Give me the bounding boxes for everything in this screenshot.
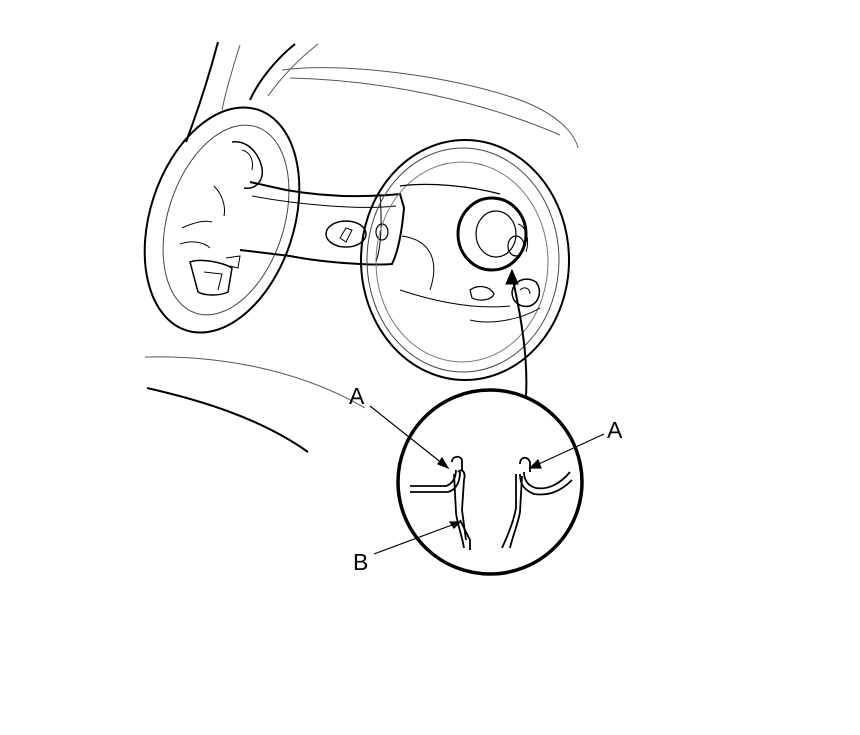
label-a-right: A [607, 417, 623, 443]
label-a-left: A [349, 383, 365, 409]
label-b: B [353, 549, 368, 575]
right-clip [501, 456, 573, 549]
hinge-arm [239, 181, 406, 266]
fuel-door-open [143, 106, 301, 334]
filler-pocket [360, 139, 570, 381]
car-body-lines [144, 43, 579, 409]
car-body-heavy-lines [146, 41, 309, 453]
arrowhead [505, 268, 519, 285]
detail-leader [505, 268, 528, 397]
left-clip [410, 455, 471, 550]
detail-view [369, 388, 605, 576]
label-leaders [369, 405, 605, 555]
